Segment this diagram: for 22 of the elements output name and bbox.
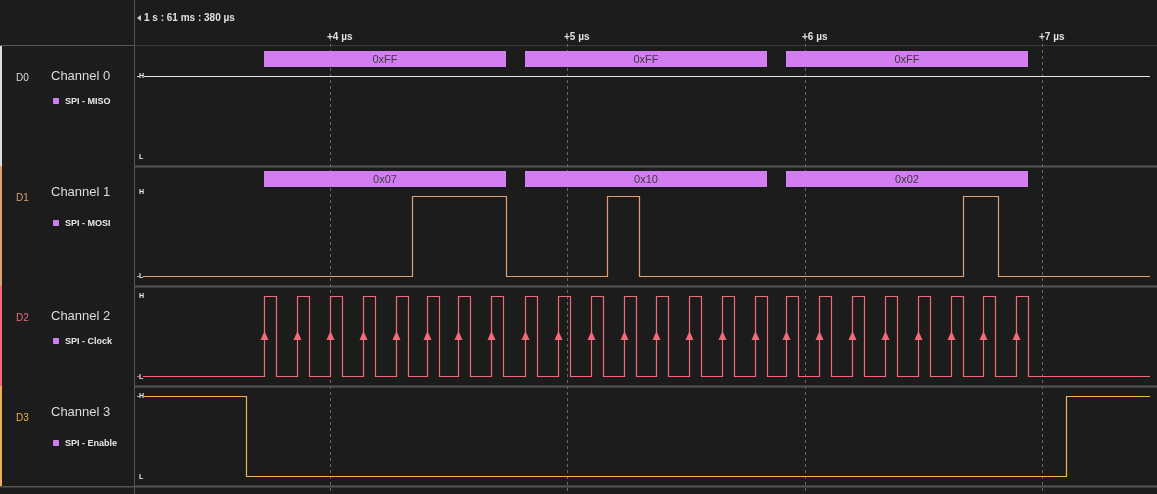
channel-name: Channel 2	[51, 308, 111, 323]
analyzer-label: SPI - Clock	[65, 336, 112, 346]
channel-name: Channel 3	[51, 404, 111, 419]
channel-header	[0, 386, 134, 486]
channel-header	[0, 46, 134, 166]
channel-id: D0	[16, 72, 29, 83]
decoded-frame: 0x02	[786, 171, 1028, 187]
channel-name: Channel 1	[51, 184, 111, 199]
analyzer-label: SPI - MISO	[65, 96, 111, 106]
decoded-frame: 0xFF	[264, 51, 506, 67]
decoded-frame: 0xFF	[786, 51, 1028, 67]
analyzer-label: SPI - Enable	[65, 438, 117, 448]
analyzer-label: SPI - MOSI	[65, 218, 111, 228]
decoded-frame: 0xFF	[525, 51, 767, 67]
channel-id: D3	[16, 412, 29, 423]
channel-id: D1	[16, 192, 29, 203]
decoded-frame: 0x07	[264, 171, 506, 187]
timestamp-label: 1 s : 61 ms : 380 µs	[144, 12, 235, 23]
channel-id: D2	[16, 312, 29, 323]
time-tick-label: +7 µs	[1039, 31, 1065, 42]
decoded-frame: 0x10	[525, 171, 767, 187]
channel-name: Channel 0	[51, 68, 111, 83]
